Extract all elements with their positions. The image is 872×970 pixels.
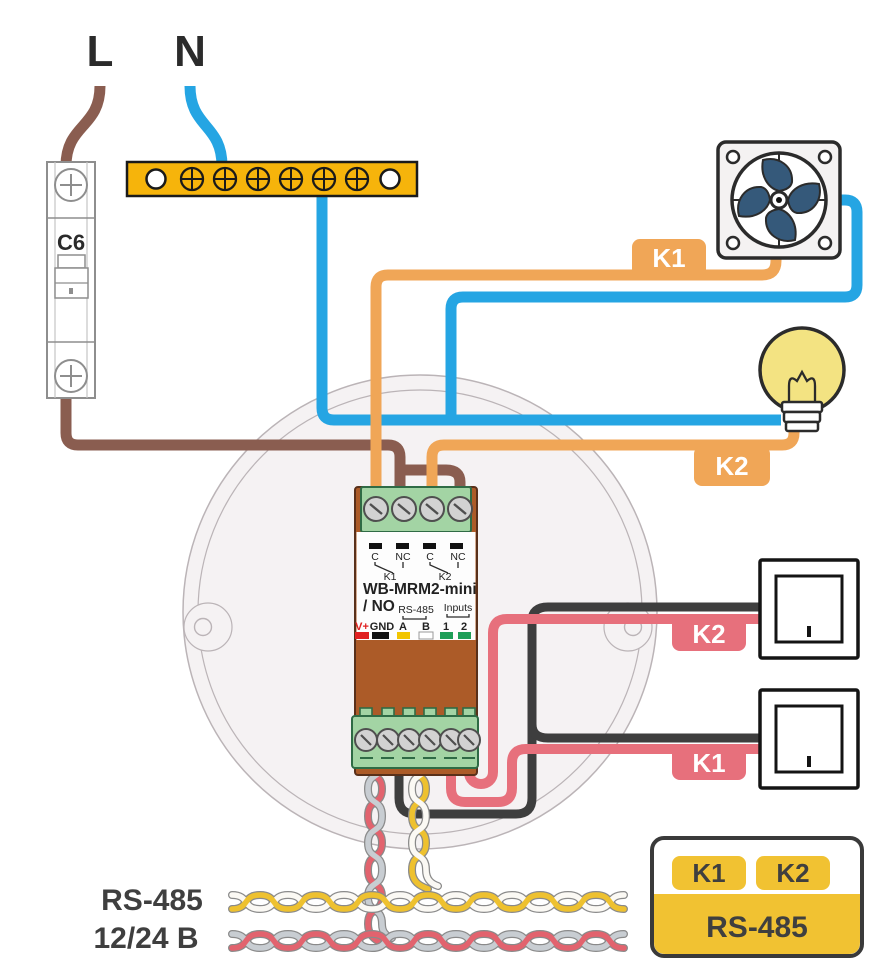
neutral-busbar [125, 160, 419, 198]
busbar-hole-left [145, 168, 167, 190]
wire-neutral-bulb [316, 194, 781, 426]
line-label: L [87, 27, 114, 76]
switch-mark [807, 756, 811, 767]
terminal-color-marks [355, 631, 471, 640]
breaker-rating-label: C6 [57, 230, 85, 255]
module-label-panel: C NC C NC K1 K2 WB-MRM2-mini / NO RS-485… [355, 532, 477, 640]
wire-switch-common [394, 602, 762, 819]
module-inputs-label: Inputs [444, 602, 473, 614]
module-top-terminals [360, 486, 473, 533]
power-pair-vertical [363, 758, 396, 947]
fan-blades [737, 158, 821, 242]
wire-input2-pink [464, 614, 762, 789]
rs485-bus-label: RS-485 [101, 884, 203, 917]
terminal-label-a: A [399, 621, 407, 633]
relay2-contact-symbol [429, 562, 459, 574]
wire-neutral-drop [184, 85, 228, 167]
busbar-hole-right [379, 168, 401, 190]
twisted-pairs-horizontal [228, 890, 628, 953]
power-pair-horizontal [228, 929, 628, 953]
contact-label-nc1: NC [395, 551, 411, 563]
switch-rocker [774, 574, 844, 644]
control-panel: K1 K2 RS-485 [650, 836, 864, 958]
inputs-bracket [446, 614, 470, 618]
badge-k1-orange [632, 239, 706, 277]
badge-k2-orange [694, 446, 770, 486]
twisted-pairs-vertical [363, 758, 442, 947]
terminal-label-b: B [422, 621, 430, 633]
panel-bus-band [654, 894, 860, 954]
mounting-hole-left [193, 617, 213, 637]
panel-bus-label: RS-485 [706, 911, 808, 944]
panel-button-k2 [756, 856, 830, 890]
module-bottom-terminals [351, 707, 481, 769]
power-bus-label: 12/24 В [93, 922, 198, 955]
contact-label-c1: C [371, 551, 379, 563]
relay2-label: K2 [439, 571, 452, 583]
wire-k1-orange [370, 254, 782, 492]
badge-k2-pink [672, 615, 746, 651]
mains-wires [60, 85, 863, 492]
switch-mark [807, 626, 811, 637]
panel-button-k1 [672, 856, 746, 890]
wall-switch-bottom [758, 688, 860, 790]
terminal-label-1: 1 [443, 621, 449, 633]
wire-badges: K1 K2 K2 K1 [632, 239, 770, 780]
contact-label-c2: C [426, 551, 434, 563]
badge-k1-orange-label: K1 [652, 243, 685, 273]
terminal-label-gnd: GND [370, 621, 395, 633]
panel-button-k2-label: K2 [776, 858, 809, 888]
panel-button-k1-label: K1 [692, 858, 725, 888]
bulb-filament [787, 369, 817, 404]
input-wires [394, 602, 762, 819]
rs485-pair-horizontal [228, 890, 628, 914]
module-title: WB-MRM2-mini [363, 581, 477, 598]
terminal-label-vplus: V+ [355, 621, 369, 633]
rs485-pair-vertical [407, 758, 442, 893]
fan [716, 140, 842, 260]
module-bus-label: RS-485 [398, 604, 434, 616]
relay-module: C NC C NC K1 K2 WB-MRM2-mini / NO RS-485… [351, 486, 481, 776]
light-bulb [758, 326, 846, 433]
wire-neutral-fan [445, 194, 863, 416]
badge-k2-pink-label: K2 [692, 619, 725, 649]
relay1-contact-symbol [374, 562, 404, 574]
breaker-toggle [54, 254, 89, 299]
bus-bracket [402, 616, 427, 620]
wall-switch-top [758, 558, 860, 660]
neutral-label: N [174, 27, 206, 76]
wire-input1-pink [446, 744, 762, 807]
badge-k2-orange-label: K2 [715, 451, 748, 481]
wire-line-brown [60, 85, 406, 492]
terminal-label-2: 2 [461, 621, 467, 633]
wire-switch-common-branch [527, 723, 762, 743]
badge-k1-pink-label: K1 [692, 748, 725, 778]
contact-label-nc2: NC [450, 551, 466, 563]
relay1-label: K1 [384, 571, 397, 583]
module-subtitle: / NO [363, 598, 395, 615]
badge-k1-pink [672, 744, 746, 780]
wire-k2-orange [426, 424, 800, 492]
wire-line-brown-jumper [400, 464, 466, 492]
circuit-breaker: C6 [46, 161, 96, 399]
bulb-base [780, 400, 824, 433]
